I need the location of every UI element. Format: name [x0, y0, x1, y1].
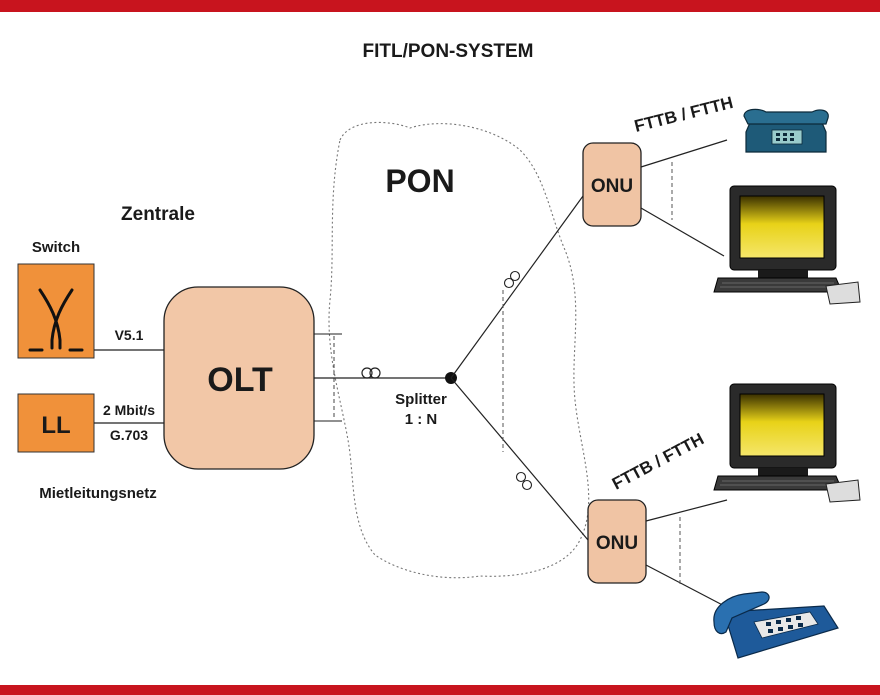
- onu-bottom-label: ONU: [596, 533, 638, 554]
- zentrale-label: Zentrale: [121, 204, 195, 225]
- switch-label: Switch: [32, 239, 80, 256]
- fiber-coil-icon: [361, 367, 381, 379]
- pon-label: PON: [385, 163, 454, 199]
- olt-label: OLT: [207, 361, 273, 399]
- fiber-coil-icon: [515, 471, 533, 491]
- splitter-ratio: 1 : N: [405, 411, 438, 428]
- telephone-icon: [743, 108, 829, 153]
- mbit-label: 2 Mbit/s: [103, 402, 155, 418]
- crossed-lines-icon: [28, 288, 84, 352]
- onu-bottom-computer-link: [645, 499, 728, 522]
- top-frame-bar: [0, 0, 880, 12]
- branch-fiber-top: [450, 195, 584, 379]
- fttb-top-label: FTTB / FTTH: [632, 93, 735, 136]
- g703-label: G.703: [110, 427, 148, 443]
- onu-top-phone-link: [640, 139, 728, 168]
- mietleitungsnetz-label: Mietleitungsnetz: [39, 485, 157, 502]
- computer-terminal-icon: [713, 383, 861, 503]
- diagram-title: FITL/PON-SYSTEM: [363, 41, 534, 62]
- bottom-frame-bar: [0, 685, 880, 695]
- ll-box: [17, 393, 95, 453]
- fiber-coil-icon: [503, 270, 521, 289]
- pon-cloud: [328, 121, 590, 579]
- v51-label: V5.1: [115, 327, 144, 343]
- telephone-icon: [713, 591, 839, 659]
- fttb-bottom-label: FTTB / FTTH: [609, 429, 707, 493]
- onu-top-label: ONU: [591, 176, 633, 197]
- olt-port-stubs: [314, 333, 342, 422]
- branch-fiber-bottom: [450, 377, 589, 541]
- onu-bottom-box: [587, 499, 647, 584]
- onu-bottom-phone-link: [645, 564, 735, 612]
- switch-box: [17, 263, 95, 359]
- ll-label: LL: [41, 412, 70, 439]
- onu-top-computer-link: [640, 207, 725, 257]
- onu-top-box: [582, 142, 642, 227]
- splitter-label: Splitter: [395, 391, 447, 408]
- computer-terminal-icon: [713, 185, 861, 305]
